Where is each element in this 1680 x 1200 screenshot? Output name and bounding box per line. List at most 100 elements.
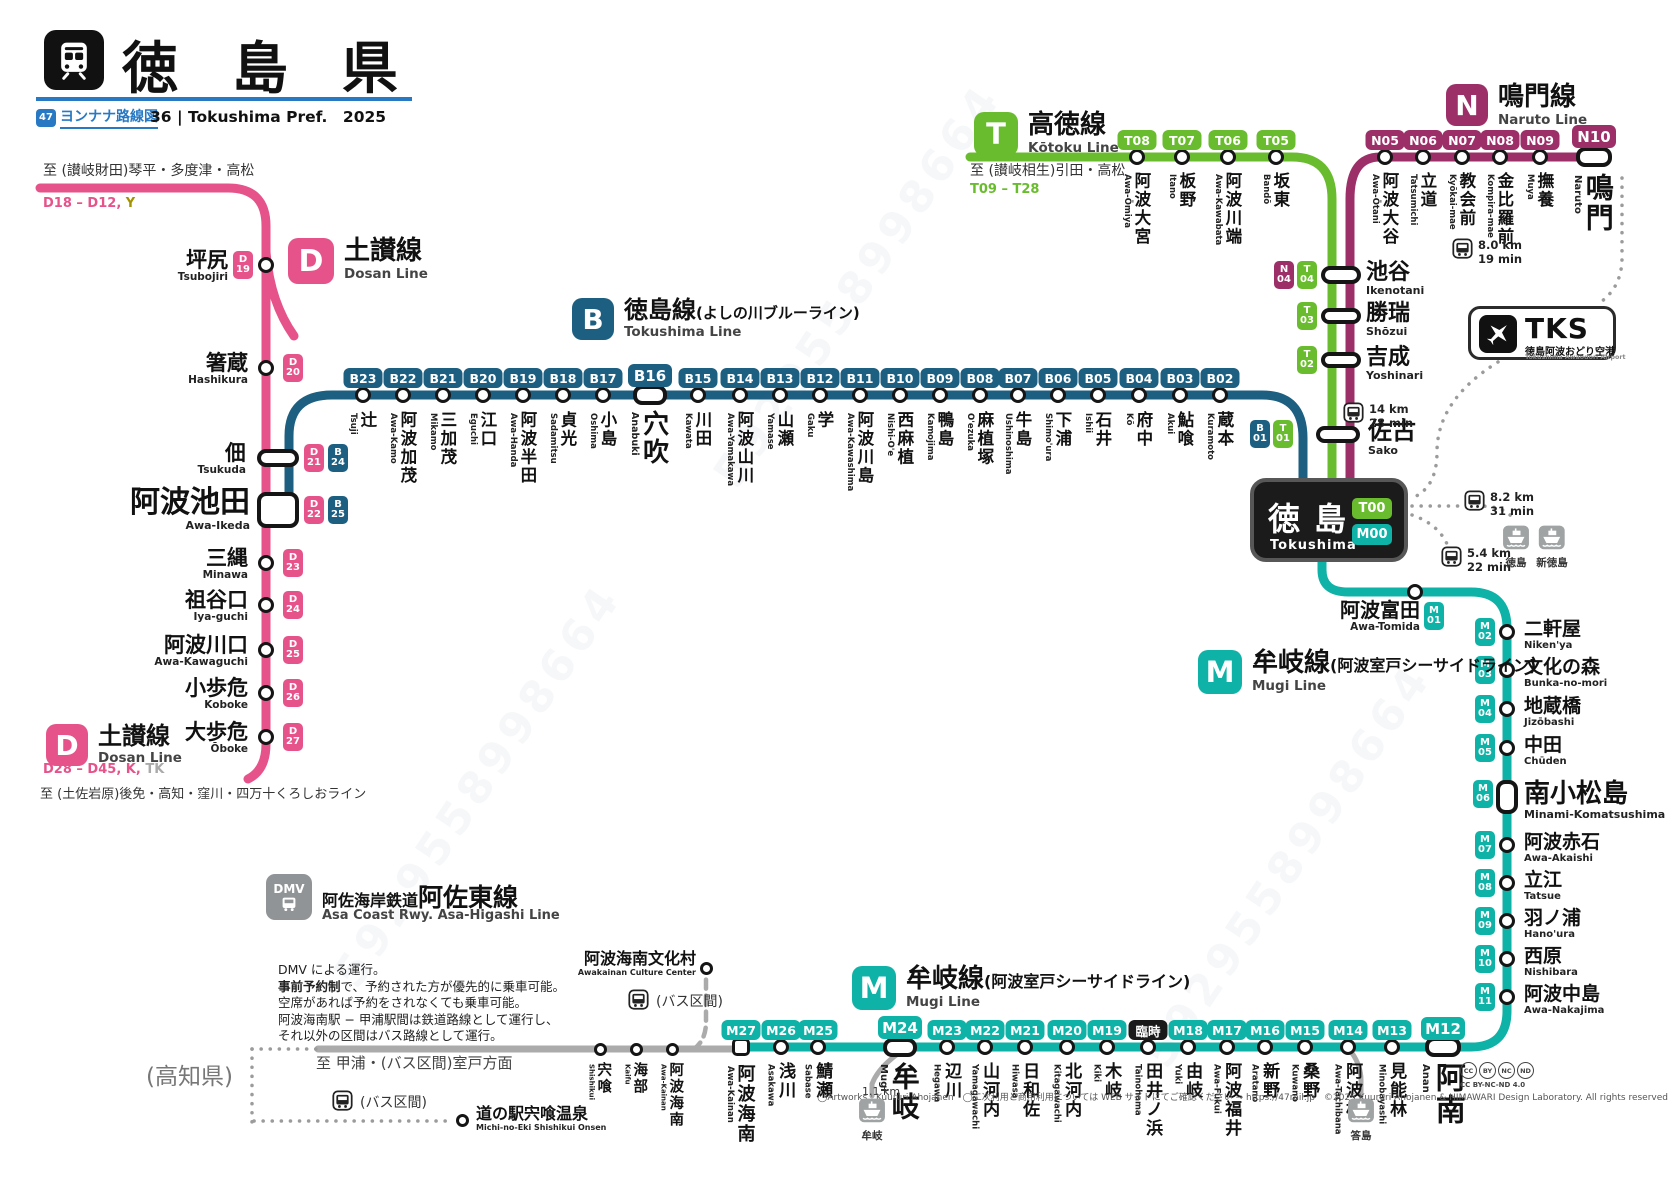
station-marker-naruto xyxy=(1576,147,1612,167)
station-marker-mugi xyxy=(883,1037,917,1057)
station-marker-yuki xyxy=(1180,1039,1196,1055)
tks-name: 徳島阿波おどり空港 xyxy=(1525,347,1615,358)
station-marker-nishibara xyxy=(1499,951,1515,967)
bus-icon xyxy=(1452,238,1473,263)
station-marker-sako xyxy=(1316,425,1360,443)
station-marker-itano xyxy=(1174,149,1190,165)
station-marker-awa-tomida xyxy=(1407,584,1423,600)
station-marker-awakainan-culture-center xyxy=(699,961,713,975)
cc-icon-nd: ND xyxy=(1517,1062,1534,1079)
badge-M00: M00 xyxy=(1352,524,1392,545)
station-marker-ushinoshima xyxy=(1010,387,1026,403)
station-marker-asakawa xyxy=(773,1039,789,1055)
station-marker-bunka-no-mori xyxy=(1499,662,1515,678)
station-marker-oboke xyxy=(258,729,274,745)
logo-47-icon: 47 xyxy=(36,108,56,127)
label-bus-kukan-1: (バス区間) xyxy=(656,994,723,1010)
station-marker-minawa xyxy=(258,555,274,571)
bus-icon xyxy=(332,1090,353,1115)
station-badge-kyokai-mae-0: N07 xyxy=(1442,130,1482,150)
station-badge-yamase-0: B13 xyxy=(760,368,800,388)
logo-text: ヨンナナ路線図 xyxy=(60,106,158,129)
station-marker-shishikui xyxy=(593,1042,607,1056)
plane-icon xyxy=(1479,315,1517,353)
station-marker-anabuki xyxy=(633,385,667,405)
station-badge-sabase-0: M25 xyxy=(798,1020,838,1040)
station-badge-eguchi-0: B20 xyxy=(463,368,503,388)
station-marker-sadamitsu xyxy=(555,387,571,403)
station-badge-anan-0: M12 xyxy=(1421,1017,1465,1040)
station-badge-awa-fukui-0: M17 xyxy=(1207,1020,1247,1040)
dosan-bottom-code-badge: D xyxy=(46,724,88,766)
station-marker-awa-otani xyxy=(1377,149,1393,165)
station-marker-bando xyxy=(1268,149,1284,165)
label-bus-kukan-2: (バス区間) xyxy=(360,1095,427,1111)
station-badge-tainohama-0: 臨時 xyxy=(1128,1020,1168,1040)
station-badge-tatsumichi-0: N06 xyxy=(1403,130,1443,150)
mugi-line-path xyxy=(736,535,1512,1052)
station-marker-kamojima xyxy=(932,387,948,403)
dmv-notes: DMV による運行。 事前予約制で、予約された方が優先的に乗車可能。 空席があれ… xyxy=(278,962,566,1043)
station-marker-minami-komatsushima xyxy=(1496,780,1518,814)
station-badge-kawata-0: B15 xyxy=(678,368,718,388)
station-marker-awa-fukui xyxy=(1219,1039,1235,1055)
tokushima-line-code-badge: B xyxy=(572,298,614,340)
station-marker-yamagawachi xyxy=(977,1039,993,1055)
label-t-range: T09 – T28 xyxy=(970,182,1040,197)
station-marker-nikenya xyxy=(1499,624,1515,640)
station-badge-oezuka-0: B08 xyxy=(960,368,1000,388)
dotted-naruto-tks xyxy=(1596,176,1624,306)
station-badge-asakawa-0: M26 xyxy=(761,1020,801,1040)
label-to-kannoura: 至 甲浦・(バス区間)室戸方面 xyxy=(316,1054,513,1072)
ferry-port-mugi: 牟岐 xyxy=(859,1098,886,1143)
station-badge-kuwano-0: M15 xyxy=(1285,1020,1325,1040)
cc-icon-by: BY xyxy=(1479,1062,1496,1079)
station-badge-yuki-0: M18 xyxy=(1168,1020,1208,1040)
station-marker-yamase xyxy=(772,387,788,403)
bus-icon xyxy=(1441,546,1462,571)
station-marker-iya-guchi xyxy=(258,597,274,613)
tokushima-kanji: 徳島 xyxy=(1268,500,1361,538)
ferry-port-toshima: 答島 xyxy=(1348,1098,1375,1143)
